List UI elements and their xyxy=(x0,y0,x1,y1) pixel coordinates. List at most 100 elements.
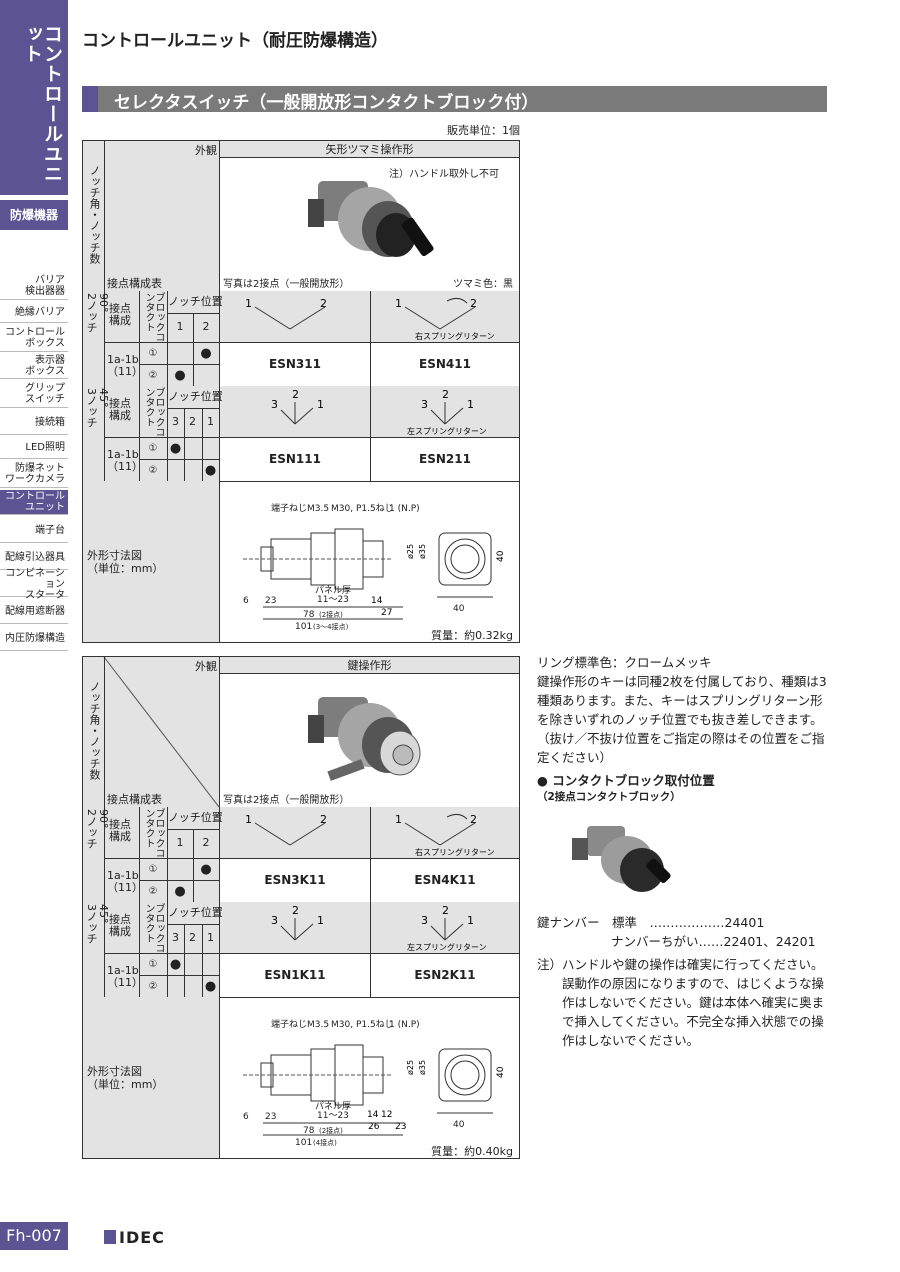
svg-text:1 (N.P): 1 (N.P) xyxy=(389,1020,420,1030)
svg-text:1: 1 xyxy=(467,914,474,927)
sidebar-item-1[interactable]: 絶縁バリア xyxy=(0,303,68,323)
sidebar-item-11[interactable]: コンビネーション スタータ xyxy=(0,568,68,601)
contact-closed-dot: ● xyxy=(174,883,186,899)
rule xyxy=(193,829,194,902)
contact-config-value: 1a-1b （11） xyxy=(107,869,143,894)
section-band: セレクタスイッチ（一般開放形コンタクトブロック付） xyxy=(82,86,827,113)
rule xyxy=(370,902,371,997)
model-number[interactable]: ESN3K11 xyxy=(264,873,326,887)
svg-text:1: 1 xyxy=(395,813,402,826)
sidebar-header xyxy=(0,0,68,195)
svg-text:14: 14 xyxy=(367,1110,379,1120)
model-number[interactable]: ESN1K11 xyxy=(264,968,326,982)
svg-text:右スプリングリターン: 右スプリングリターン xyxy=(415,331,495,341)
rule xyxy=(219,657,220,807)
rule xyxy=(219,997,220,1158)
rule xyxy=(219,807,220,902)
svg-text:2: 2 xyxy=(442,904,449,917)
sidebar-item-4[interactable]: グリップ スイッチ xyxy=(0,381,68,408)
rule xyxy=(219,141,220,291)
rule xyxy=(139,459,219,460)
exterior-label: 外観 xyxy=(195,660,217,673)
contact-closed-dot: ● xyxy=(169,956,182,972)
svg-text:M30, P1.5ねじ: M30, P1.5ねじ xyxy=(331,1019,394,1030)
model-number[interactable]: ESN2K11 xyxy=(414,968,476,982)
svg-text:11～23: 11～23 xyxy=(317,595,349,605)
diagram-row-bg xyxy=(220,902,519,953)
block-contact-label: ブロックコンタクト xyxy=(143,387,164,437)
photo-caption: 写真は2接点（一般開放形） xyxy=(223,795,350,806)
model-number[interactable]: ESN211 xyxy=(419,452,471,466)
sidebar-item-5[interactable]: 接続箱 xyxy=(0,410,68,435)
dims-label: 外形寸法図 （単位：mm） xyxy=(87,1065,164,1091)
section-title: セレクタスイッチ（一般開放形コンタクトブロック付） xyxy=(114,93,539,113)
contact-config-label: 接点構成 xyxy=(109,818,131,843)
sidebar-title: コントロールユニット xyxy=(21,24,63,184)
rule xyxy=(139,364,219,365)
rule xyxy=(202,408,203,481)
svg-text:40: 40 xyxy=(453,1120,465,1130)
svg-text:78: 78 xyxy=(303,610,315,620)
rule xyxy=(83,481,519,482)
contact-config-label: 接点構成 xyxy=(109,397,131,422)
notch-count-label: 90° 2ノッチ xyxy=(85,809,110,849)
model-number[interactable]: ESN411 xyxy=(419,357,471,371)
rule xyxy=(370,291,371,386)
model-number[interactable]: ESN311 xyxy=(269,357,321,371)
logo-text: IDEC xyxy=(119,1227,165,1247)
sidebar-item-6[interactable]: LED照明 xyxy=(0,437,68,459)
model-number[interactable]: ESN111 xyxy=(269,452,321,466)
rule xyxy=(184,924,185,997)
operator-type: 鍵操作形 xyxy=(347,659,392,672)
contact-2: ② xyxy=(148,885,158,897)
sidebar-item-12[interactable]: 配線用遮断器 xyxy=(0,599,68,624)
notch-block-bg xyxy=(83,386,219,481)
rule xyxy=(370,386,371,481)
sidebar-item-7[interactable]: 防爆ネット ワークカメラ xyxy=(0,461,68,488)
key-number-label: 鍵ナンバー xyxy=(537,915,600,930)
contact-table-label: 接点構成表 xyxy=(107,793,162,806)
svg-text:M30, P1.5ねじ: M30, P1.5ねじ xyxy=(331,503,394,514)
mass: 質量：約0.32kg xyxy=(431,629,513,642)
sidebar-item-0[interactable]: バリア 検出器器 xyxy=(0,272,68,300)
rule xyxy=(219,902,220,997)
sidebar-item-3[interactable]: 表示器 ボックス xyxy=(0,354,68,379)
svg-text:(3～4接点): (3～4接点) xyxy=(313,622,349,631)
svg-text:3: 3 xyxy=(421,914,428,927)
rule xyxy=(104,807,105,902)
svg-text:101: 101 xyxy=(295,1138,312,1147)
svg-text:左スプリングリターン: 左スプリングリターン xyxy=(407,942,487,952)
contact-closed-dot: ● xyxy=(169,440,182,456)
notch-block-bg xyxy=(83,291,219,386)
svg-text:パネル厚: パネル厚 xyxy=(315,1101,351,1112)
page-number: Fh-007 xyxy=(0,1222,68,1250)
block-contact-label: ブロックコンタクト xyxy=(143,903,164,953)
contact-config-value: 1a-1b （11） xyxy=(107,353,143,378)
sidebar-item-9[interactable]: 端子台 xyxy=(0,518,68,543)
handle-note: 注）ハンドル取外し不可 xyxy=(389,169,499,180)
svg-text:78: 78 xyxy=(303,1126,315,1136)
svg-text:101: 101 xyxy=(295,622,312,631)
sidebar-item-13[interactable]: 内圧防爆構造 xyxy=(0,626,68,651)
svg-text:1: 1 xyxy=(467,398,474,411)
product-table-key: 外観鍵操作形ノッチ角・ノッチ数接点構成表写真は2接点（一般開放形）90° 2ノッ… xyxy=(82,656,520,1159)
knob-color: ツマミ色：黒 xyxy=(453,279,513,290)
contact-2: ② xyxy=(148,980,158,992)
sidebar-item-8[interactable]: コントロール ユニット xyxy=(0,490,68,515)
model-number[interactable]: ESN4K11 xyxy=(414,873,476,887)
svg-text:2: 2 xyxy=(442,388,449,401)
notch-position-value: 2 xyxy=(202,835,210,849)
key-switch-photo-icon xyxy=(308,697,421,781)
contact-block-sub: （2接点コンタクトブロック） xyxy=(537,791,681,803)
sidebar-item-10[interactable]: 配線引込器具 xyxy=(0,545,68,570)
page-title: コントロールユニット（耐圧防爆構造） xyxy=(82,31,388,51)
caution-note: 注） ハンドルや鍵の操作は確実に行ってください。誤動作の原因になりますので、はじ… xyxy=(537,955,832,1050)
svg-text:右スプリングリターン: 右スプリングリターン xyxy=(415,847,495,857)
svg-text:2: 2 xyxy=(470,297,477,310)
rule xyxy=(167,902,168,997)
sidebar-item-2[interactable]: コントロール ボックス xyxy=(0,325,68,352)
